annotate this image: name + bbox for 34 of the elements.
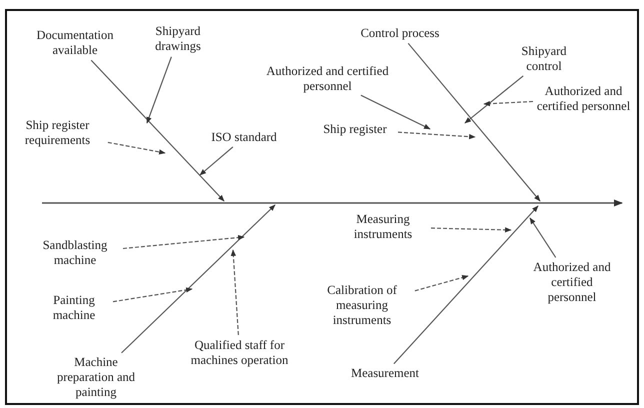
cause-label: Painting machine: [38, 293, 110, 323]
arrow: [483, 100, 534, 106]
arrow: [122, 234, 245, 250]
cause-label: Authorized and certified personnel: [526, 260, 618, 305]
cause-label: Shipyard drawings: [143, 24, 213, 54]
bone-arrow: [408, 42, 540, 202]
bone-arrow: [121, 204, 276, 354]
cause-label: ISO standard: [199, 130, 289, 145]
arrow: [230, 249, 239, 336]
bone-arrow: [394, 206, 538, 364]
arrow: [430, 227, 512, 232]
arrow: [146, 56, 172, 124]
category-label: Documentation available: [25, 28, 125, 58]
arrow: [414, 275, 469, 292]
arrow: [530, 217, 556, 258]
category-label: Measurement: [335, 366, 435, 381]
cause-label: Ship register: [315, 122, 395, 137]
arrow: [360, 94, 431, 130]
arrow: [398, 132, 476, 140]
cause-label: Sandblasting machine: [30, 238, 120, 268]
cause-label: Qualified staff for machines operation: [182, 338, 297, 368]
cause-label: Shipyard control: [513, 44, 575, 74]
arrow: [112, 287, 193, 302]
category-label: Control process: [345, 26, 455, 41]
category-label: Machine preparation and painting: [51, 355, 141, 400]
cause-label: Authorized and certified personnel: [536, 84, 631, 114]
arrow: [200, 146, 234, 176]
cause-label: Authorized and certified personnel: [265, 64, 390, 94]
bone-arrow: [90, 60, 224, 202]
arrow: [108, 142, 166, 154]
cause-label: Ship register requirements: [10, 118, 105, 148]
cause-label: Calibration of measuring instruments: [312, 283, 412, 328]
arrow: [464, 75, 524, 124]
cause-label: Measuring instruments: [338, 212, 428, 242]
